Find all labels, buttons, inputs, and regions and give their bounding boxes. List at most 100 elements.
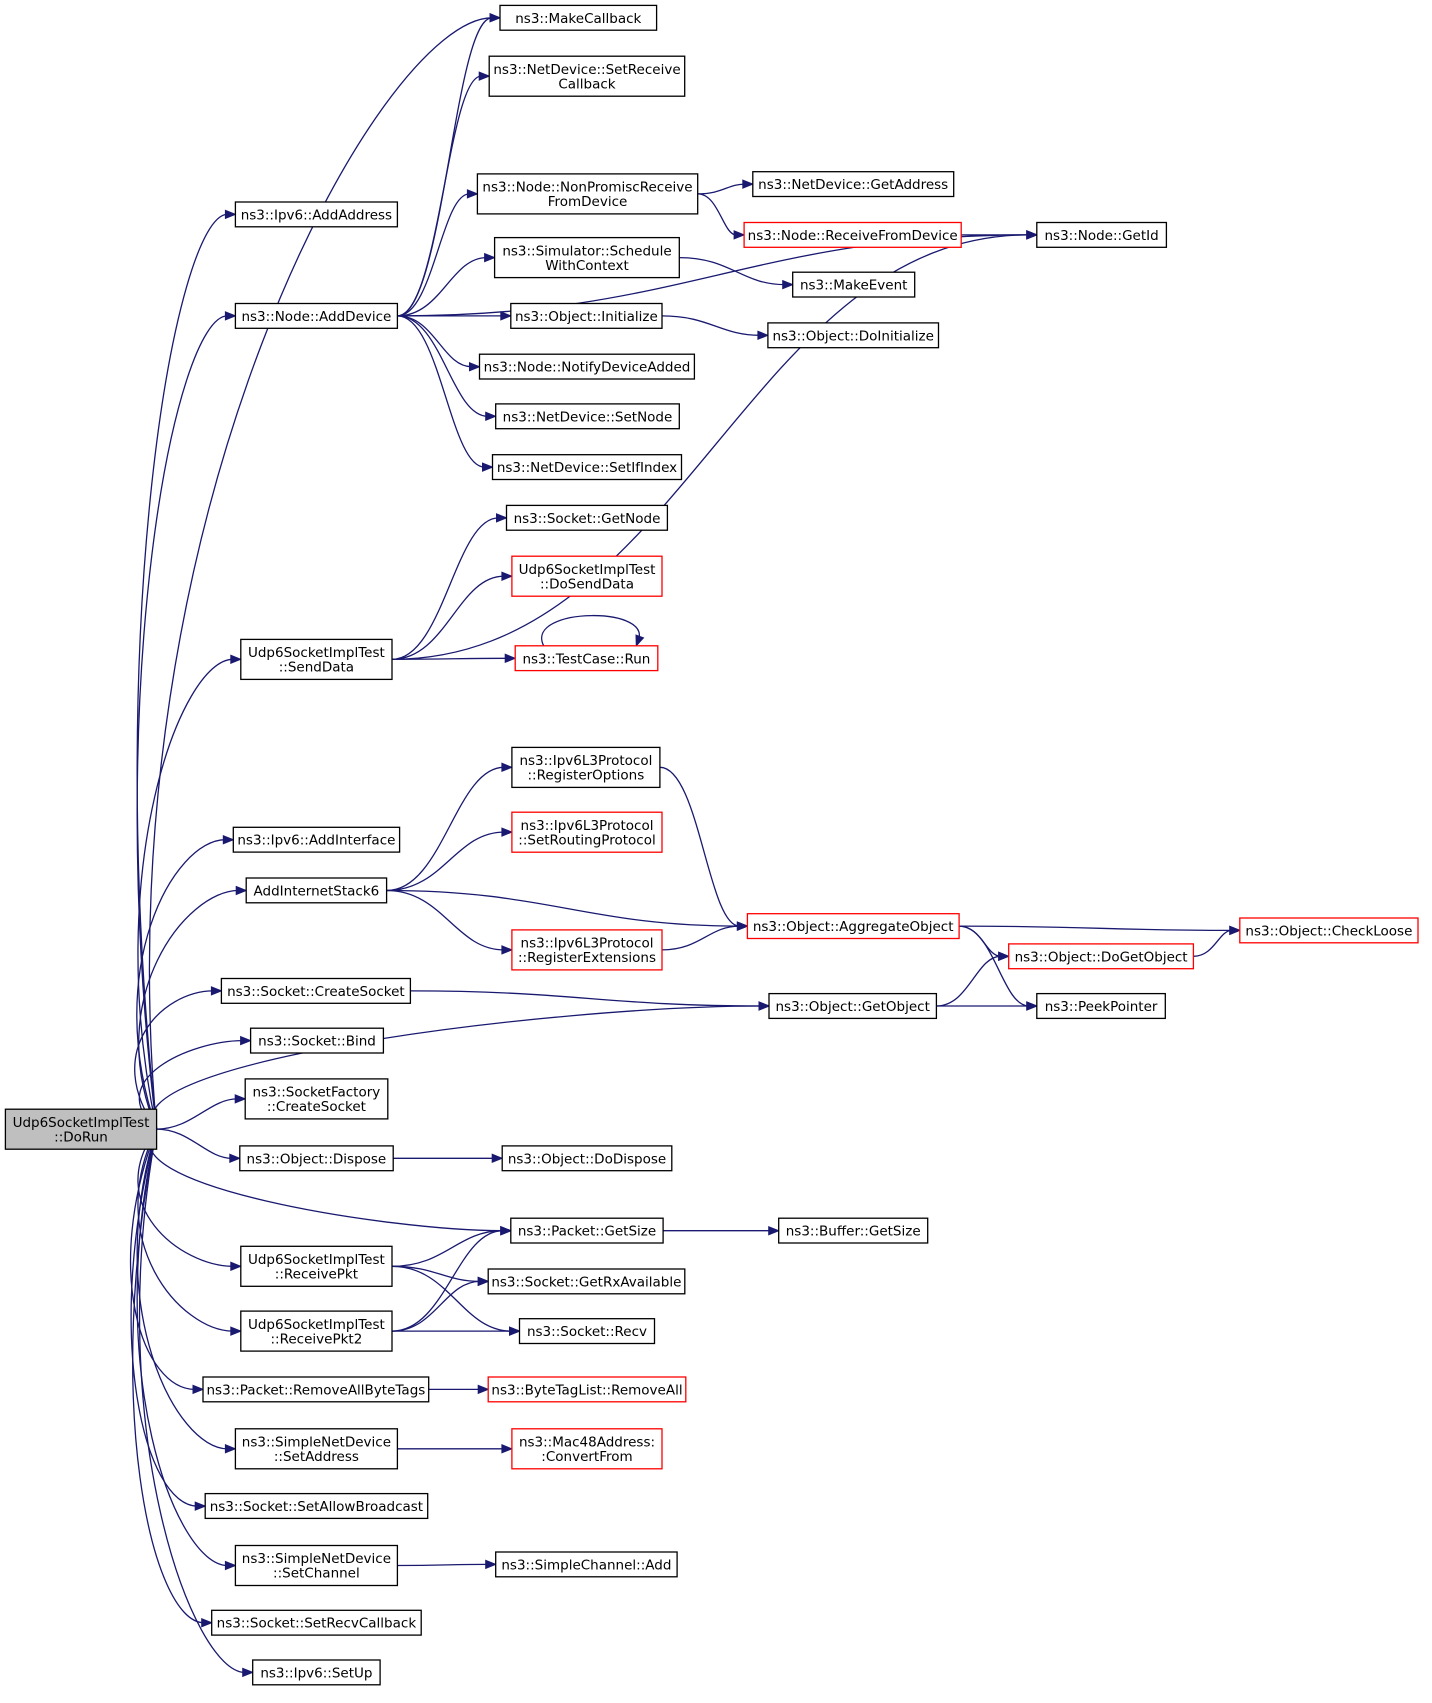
node-nd_setnode[interactable]: ns3::NetDevice::SetNode (495, 403, 680, 430)
node-ipv6setup[interactable]: ns3::Ipv6::SetUp (252, 1659, 381, 1686)
node-box (202, 1376, 430, 1403)
node-regoptions[interactable]: ns3::Ipv6L3Protocol::RegisterOptions (511, 746, 661, 789)
node-removetags[interactable]: ns3::Packet::RemoveAllByteTags (202, 1376, 430, 1403)
node-box (476, 173, 699, 215)
node-obj_init[interactable]: ns3::Object::Initialize (510, 302, 663, 329)
edge-line (149, 1128, 503, 1232)
node-label: ::ReceivePkt (275, 1267, 358, 1283)
node-label: ns3::Socket::SetRecvCallback (217, 1616, 417, 1632)
arrowhead (482, 462, 494, 472)
node-checkloose[interactable]: ns3::Object::CheckLoose (1239, 917, 1419, 944)
node-root[interactable]: Udp6SocketImplTest::DoRun (4, 1108, 158, 1150)
node-pkt_getsize[interactable]: ns3::Packet::GetSize (510, 1217, 664, 1244)
node-label: ns3::Object::Dispose (247, 1151, 387, 1167)
node-getrxavail[interactable]: ns3::Socket::GetRxAvailable (487, 1268, 686, 1295)
arrowhead (733, 230, 746, 240)
arrowhead (757, 330, 770, 341)
edge-root-to-pkt_getsize (149, 1128, 513, 1236)
node-node_getid[interactable]: ns3::Node::GetId (1036, 221, 1168, 248)
node-recvfromdevice[interactable]: ns3::Node::ReceiveFromDevice (743, 221, 962, 248)
node-label: ns3::Object::AggregateObject (753, 919, 954, 935)
edge-line (391, 1280, 481, 1332)
node-sockfactory[interactable]: ns3::SocketFactory::CreateSocket (244, 1078, 389, 1120)
node-adddevice[interactable]: ns3::Node::AddDevice (234, 302, 399, 329)
node-makeevent[interactable]: ns3::MakeEvent (792, 271, 916, 298)
node-aggregate[interactable]: ns3::Object::AggregateObject (746, 913, 960, 940)
node-getobject[interactable]: ns3::Object::GetObject (768, 992, 938, 1020)
node-box (792, 271, 916, 298)
arrowhead (192, 1384, 205, 1395)
node-label: ns3::NetDevice::SetIfIndex (497, 460, 677, 476)
arrowhead (742, 179, 755, 189)
edge-line (136, 213, 228, 1130)
node-label: Udp6SocketImplTest (248, 1252, 385, 1268)
node-obj_dodispose[interactable]: ns3::Object::DoDispose (501, 1145, 673, 1172)
edge-line (397, 1563, 488, 1567)
node-setbroadcast[interactable]: ns3::Socket::SetAllowBroadcast (204, 1492, 429, 1520)
node-mac48conv[interactable]: ns3::Mac48Address::ConvertFrom (511, 1428, 663, 1470)
edge-addstack-to-regoptions (386, 762, 514, 892)
node-obj_doinit[interactable]: ns3::Object::DoInitialize (767, 322, 940, 349)
node-label: ns3::Ipv6L3Protocol (519, 753, 652, 769)
node-box (240, 1310, 393, 1352)
arrowhead (496, 513, 508, 523)
edge-line (958, 925, 1001, 957)
node-recvpkt[interactable]: Udp6SocketImplTest::ReceivePkt (240, 1245, 393, 1287)
node-peekpointer[interactable]: ns3::PeekPointer (1036, 992, 1166, 1020)
node-ipv6addif[interactable]: ns3::Ipv6::AddInterface (232, 826, 401, 853)
node-senddata[interactable]: Udp6SocketImplTest::SendData (240, 638, 393, 681)
node-setrouting[interactable]: ns3::Ipv6L3Protocol::SetRoutingProtocol (511, 811, 663, 853)
node-makecallback[interactable]: ns3::MakeCallback (499, 4, 658, 31)
node-box (514, 645, 659, 672)
edge-line (391, 1265, 512, 1332)
node-dosenddata[interactable]: Udp6SocketImplTest::DoSendData (511, 555, 663, 597)
node-setrecvcb[interactable]: ns3::Socket::SetRecvCallback (211, 1609, 422, 1636)
function-nodes: Udp6SocketImplTest::DoRun ns3::MakeCallba… (4, 4, 1419, 1686)
node-snd_setaddr[interactable]: ns3::SimpleNetDevice::SetAddress (234, 1428, 399, 1470)
node-ipv6addaddr[interactable]: ns3::Ipv6::AddAddress (234, 201, 399, 228)
node-sock_getnode[interactable]: ns3::Socket::GetNode (505, 504, 669, 531)
node-buf_getsize[interactable]: ns3::Buffer::GetSize (778, 1217, 929, 1244)
node-nd_setif[interactable]: ns3::NetDevice::SetIfIndex (491, 454, 683, 481)
arrowhead (484, 252, 496, 263)
edge-line (136, 839, 226, 1130)
node-sock_bind[interactable]: ns3::Socket::Bind (249, 1027, 385, 1054)
node-recvpkt2[interactable]: Udp6SocketImplTest::ReceivePkt2 (240, 1310, 393, 1352)
node-label: WithContext (545, 258, 629, 274)
edge-line (138, 889, 239, 1130)
arrowhead (782, 279, 795, 290)
node-sock_recv[interactable]: ns3::Socket::Recv (518, 1318, 656, 1345)
node-addstack[interactable]: AddInternetStack6 (245, 877, 388, 904)
arrowhead (501, 1444, 514, 1454)
node-snd_setchan[interactable]: ns3::SimpleNetDevice::SetChannel (234, 1544, 399, 1587)
arrowhead (485, 1559, 498, 1570)
node-label: ::DoSendData (540, 576, 634, 592)
node-box (234, 1544, 399, 1587)
node-obj_dispose[interactable]: ns3::Object::Dispose (239, 1145, 394, 1172)
arrowhead (501, 945, 514, 955)
edge-line (661, 925, 740, 951)
node-box (252, 1659, 381, 1686)
node-regext[interactable]: ns3::Ipv6L3Protocol::RegisterExtensions (511, 929, 663, 971)
node-box (232, 826, 401, 853)
node-notifydev[interactable]: ns3::Node::NotifyDeviceAdded (478, 353, 696, 380)
node-nd_getaddress[interactable]: ns3::NetDevice::GetAddress (752, 171, 955, 198)
edge-addstack-to-aggregate (386, 889, 749, 931)
edge-root-to-createsocket (134, 986, 223, 1130)
node-label: ns3::Node::ReceiveFromDevice (748, 228, 958, 244)
node-dogetobject[interactable]: ns3::Object::DoGetObject (1008, 943, 1195, 970)
arrowhead (478, 71, 491, 81)
node-testcase_run[interactable]: ns3::TestCase::Run (514, 645, 659, 672)
node-label: Udp6SocketImplTest (248, 1317, 385, 1333)
edge-addstack-to-regext (386, 889, 514, 955)
arrowhead (224, 209, 237, 220)
node-createsocket[interactable]: ns3::Socket::CreateSocket (220, 977, 412, 1004)
node-btl_removeall[interactable]: ns3::ByteTagList::RemoveAll (487, 1376, 687, 1403)
node-label: ns3::Packet::GetSize (518, 1224, 656, 1240)
edge-obj_dispose-to-obj_dodispose (393, 1153, 504, 1164)
node-chan_add[interactable]: ns3::SimpleChannel::Add (495, 1551, 678, 1578)
edge-line (130, 1128, 198, 1507)
